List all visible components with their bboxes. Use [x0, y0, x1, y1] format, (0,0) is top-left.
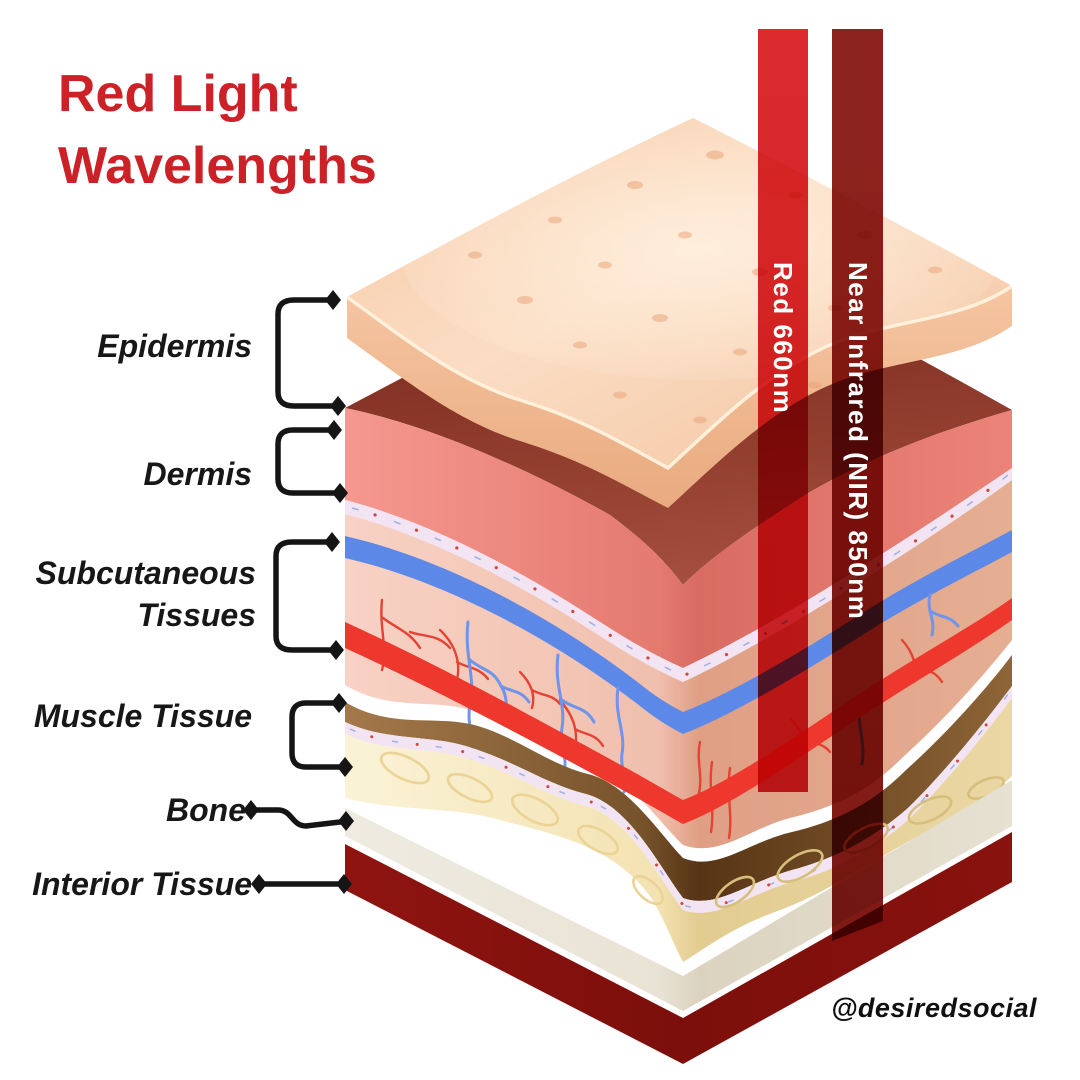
interior-tissue-maroon-layer [345, 832, 1012, 1064]
beam-label-nir-850nm: Near Infrared (NIR) 850nm [843, 262, 873, 621]
subcutaneous-bracket [273, 539, 337, 653]
label-subcutaneous-line2: Tissues [137, 597, 256, 633]
label-epidermis: Epidermis [97, 328, 252, 364]
label-interior-tissue: Interior Tissue [32, 866, 252, 902]
page-title-line1: Red Light [58, 65, 298, 123]
epidermis-bracket [275, 297, 339, 409]
page-title-line2: Wavelengths [58, 137, 377, 195]
watermark-handle: @desiredsocial [831, 993, 1037, 1023]
red-660nm-beam [758, 29, 808, 792]
nir-850nm-beam [832, 29, 883, 941]
beam-label-red-660nm: Red 660nm [768, 262, 798, 415]
dermis-layer [345, 408, 1012, 668]
label-muscle-tissue: Muscle Tissue [33, 698, 252, 734]
label-subcutaneous-line1: Subcutaneous [35, 555, 256, 591]
label-dermis: Dermis [143, 456, 253, 492]
bone-connector [249, 807, 343, 829]
label-connectors [249, 297, 346, 887]
page-title: Red Light Wavelengths [58, 58, 377, 202]
red-vessel-band [345, 598, 1012, 824]
connector-diamonds [243, 290, 354, 894]
muscle-bracket [289, 700, 346, 770]
dermis-bracket [275, 427, 341, 496]
label-bone: Bone [166, 792, 246, 828]
label-subcutaneous-tissues: Subcutaneous Tissues [36, 552, 256, 636]
